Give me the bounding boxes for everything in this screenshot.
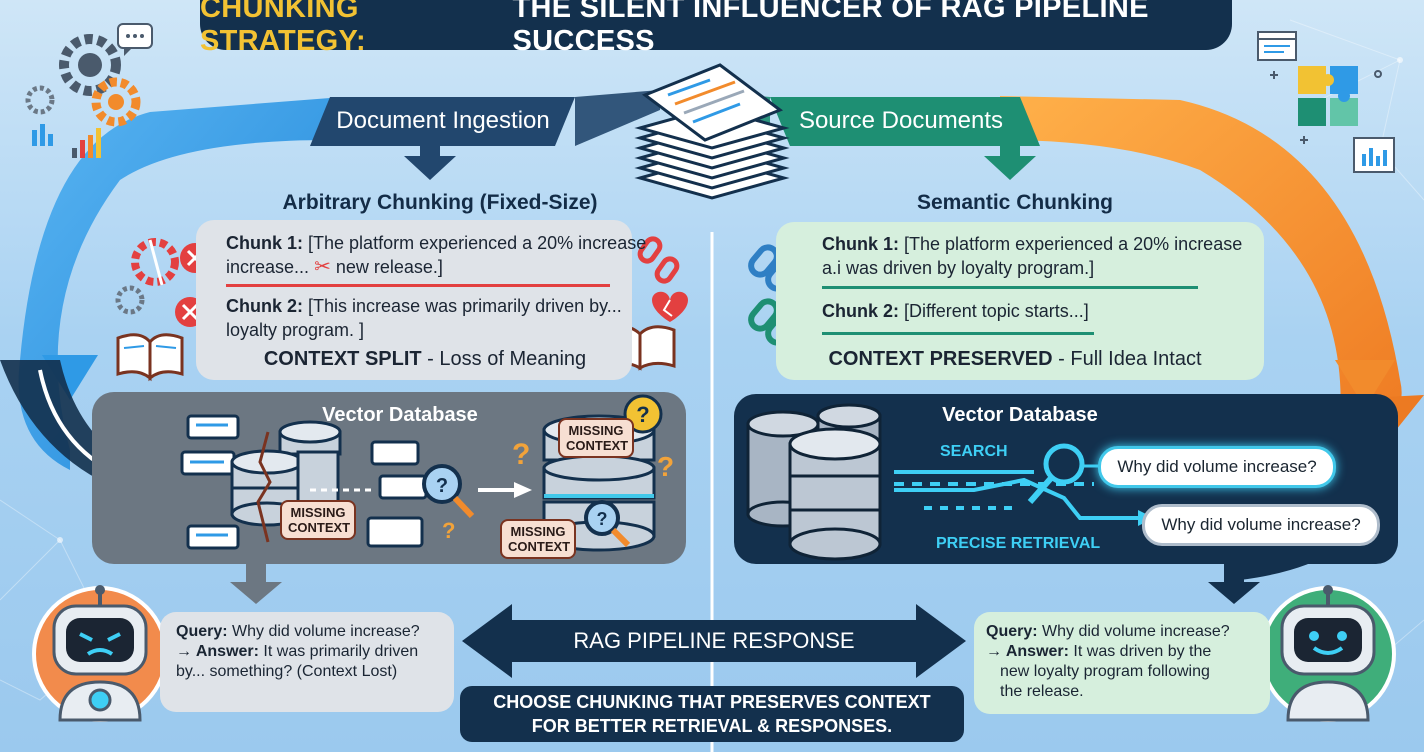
left-down-arrow [230, 560, 282, 604]
right-flow-arc [1000, 96, 1402, 440]
left-section-heading: Arbitrary Chunking (Fixed-Size) [282, 191, 598, 214]
banner-right-shape [770, 97, 1040, 146]
magnifier-question-icon-2: ? [584, 500, 631, 548]
question-badge-icon: ? [623, 394, 663, 434]
svg-text:?: ? [512, 438, 530, 471]
title-main: THE SILENT INFLUENCER OF RAG PIPELINE SU… [512, 0, 1149, 57]
right-chunk1-line2: a.i was driven by loyalty program.] [822, 258, 1095, 278]
banner-source-documents: Source Documents [798, 107, 1004, 134]
browser-window-icon [1257, 31, 1297, 61]
right-panel-footer: CONTEXT PRESERVED - Full Idea Intact [828, 348, 1202, 370]
left-chunk-panel [196, 220, 632, 380]
left-answer-text: Query: Why did volume increase? → Answer… [176, 623, 420, 680]
right-db-title: Vector Database [942, 404, 1098, 426]
right-chunk1-label: Chunk 1: [822, 234, 900, 254]
search-label: SEARCH [940, 443, 1008, 460]
left-chunk1-line2: increase... ✂ new release.] [226, 256, 443, 278]
right-answer-text: Query: Why did volume increase? → Answer… [986, 623, 1230, 700]
search-query-pill: Why did volume increase? [1098, 446, 1336, 488]
scissors-icon: ✂ [314, 256, 331, 278]
title-accent: CHUNKING STRATEGY: [200, 0, 366, 57]
left-chunk2-line2: loyalty program. ] [226, 320, 365, 340]
svg-text:?: ? [597, 509, 608, 529]
open-book-icon [116, 333, 184, 382]
missing-context-tag-3: MISSING CONTEXT [500, 519, 576, 559]
pipeline-label: RAG PIPELINE RESPONSE [573, 628, 855, 653]
precise-retrieval-label: PRECISE RETRIEVAL [936, 535, 1101, 552]
bar-chart-icon [32, 124, 101, 158]
left-chunk2-label: Chunk 2: [226, 296, 304, 316]
left-chunk-split-line [226, 284, 610, 287]
right-answer-box [974, 612, 1270, 714]
banner-left-shape [310, 97, 575, 146]
left-flow-arc [18, 98, 330, 470]
right-chunk-divider-2 [822, 332, 1094, 335]
left-chunk1-line1: Chunk 1: [The platform experienced a 20%… [226, 233, 647, 253]
missing-context-tag-2: MISSING CONTEXT [558, 418, 634, 458]
document-snippet-icon [180, 414, 240, 550]
right-down-arrow [1208, 560, 1260, 604]
magnifier-question-icon: ? [422, 464, 475, 519]
svg-text:?: ? [657, 451, 674, 482]
right-db-graphic [746, 403, 1154, 561]
right-chunk1-line1: Chunk 1: [The platform experienced a 20%… [822, 234, 1243, 254]
left-db-title: Vector Database [322, 404, 478, 426]
call-to-action: CHOOSE CHUNKING THAT PRESERVES CONTEXT F… [460, 686, 964, 742]
svg-text:?: ? [442, 518, 455, 543]
right-section-heading: Semantic Chunking [916, 191, 1114, 214]
dashboard-chart-icon [1353, 137, 1395, 173]
gears-icon [25, 34, 141, 127]
retrieved-query-pill: Why did volume increase? [1142, 504, 1380, 546]
chat-bubble-icon [117, 23, 153, 56]
missing-context-tag-1: MISSING CONTEXT [280, 500, 356, 540]
search-magnifier-icon [1027, 443, 1085, 504]
pipeline-double-arrow [462, 604, 966, 678]
happy-robot-icon [1260, 585, 1396, 722]
left-answer-box [160, 612, 454, 712]
document-stack-icon [634, 63, 790, 200]
left-panel-footer: CONTEXT SPLIT - Loss of Meaning [263, 348, 587, 370]
right-chunk-panel [776, 222, 1264, 380]
database-cluster-icon [746, 403, 882, 561]
left-chunk2-line1: Chunk 2: [This increase was primarily dr… [226, 296, 622, 316]
svg-text:?: ? [436, 475, 448, 497]
left-chunk1-label: Chunk 1: [226, 233, 304, 253]
puzzle-icon [1298, 66, 1358, 126]
confused-robot-icon [32, 585, 168, 722]
right-chunk-divider-1 [822, 286, 1198, 289]
broken-gear-icon [115, 238, 179, 315]
right-chunk2-line1: Chunk 2: [Different topic starts...] [822, 301, 1089, 321]
page-title: CHUNKING STRATEGY: THE SILENT INFLUENCER… [200, 0, 1232, 57]
broken-chain-icon [637, 236, 680, 284]
banner-document-ingestion: Document Ingestion [336, 107, 550, 134]
right-chunk2-label: Chunk 2: [822, 301, 900, 321]
svg-text:?: ? [636, 402, 649, 427]
